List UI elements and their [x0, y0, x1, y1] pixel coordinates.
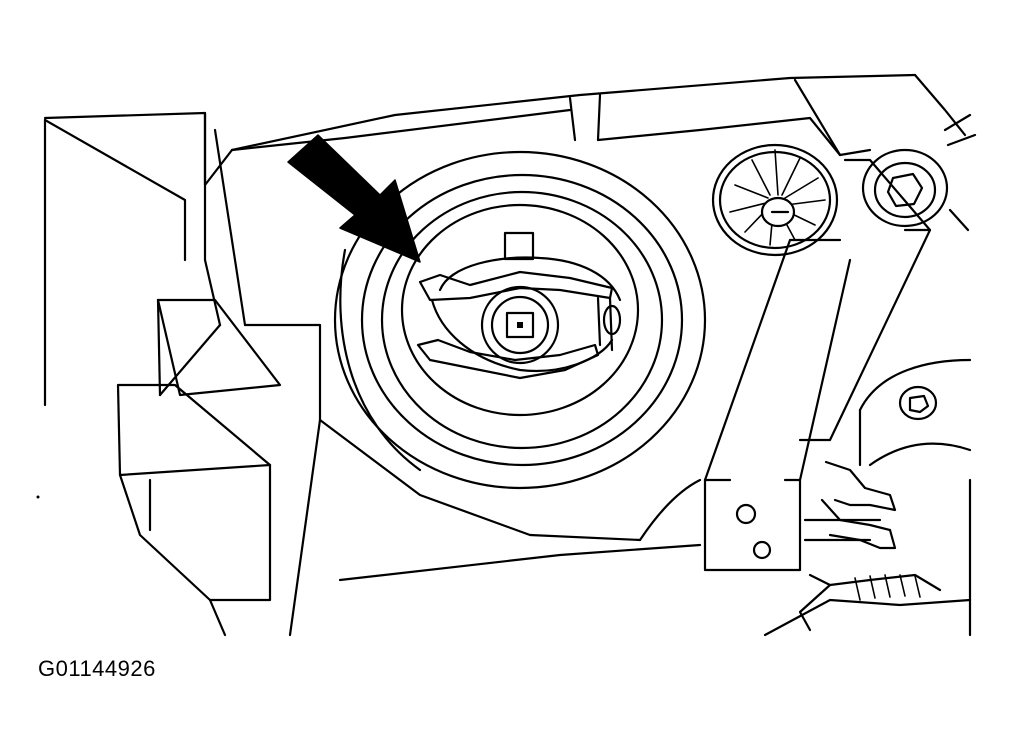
speck-mark [36, 495, 40, 499]
callout-arrow [287, 134, 421, 263]
left-mount-bracket [43, 111, 322, 637]
support-strap [703, 158, 932, 572]
figure-id-label: G01144926 [38, 656, 156, 681]
lower-right-assembly [763, 358, 972, 637]
arrow-icon [287, 134, 421, 263]
reflector-bowl [318, 150, 707, 582]
mounting-bolt-upper [861, 113, 977, 232]
adjuster-gear [711, 143, 839, 257]
bulb-retaining-clip [416, 231, 622, 380]
